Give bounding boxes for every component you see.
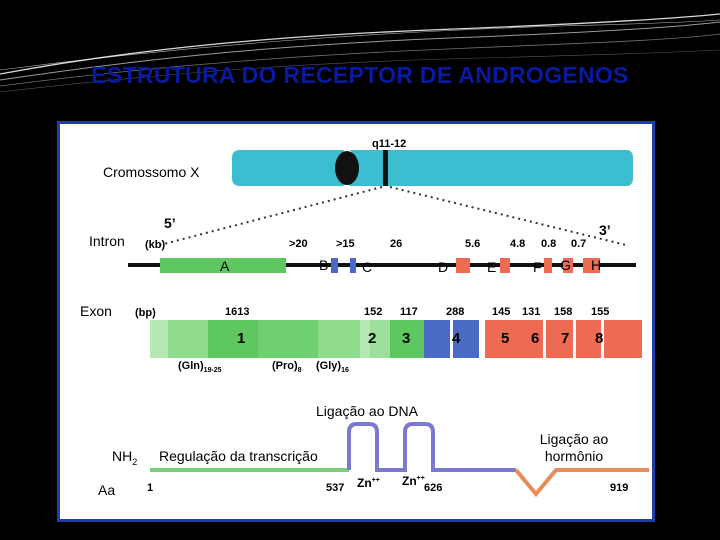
exon-letter-f: F (533, 259, 542, 275)
transcription-regulation-label: Regulação da transcrição (159, 448, 318, 464)
aa-position: 919 (610, 482, 629, 494)
exon-size: 288 (446, 306, 465, 318)
exon-bar (150, 320, 642, 358)
dna-binding-label: Ligação ao DNA (316, 403, 418, 419)
repeat-gly: (Gly)16 (316, 360, 349, 375)
repeat-gln: (Gln)19-25 (178, 360, 222, 375)
exon-number-8: 8 (595, 330, 604, 347)
five-prime-label: 5’ (164, 215, 176, 231)
exon-label: Exon (80, 303, 112, 319)
exon-size: 1613 (225, 306, 250, 318)
chromosome-label: Cromossomo X (103, 164, 200, 180)
gene-box-c (350, 258, 356, 273)
title-bar: ESTRUTURA DO RECEPTOR DE ANDROGENOS (0, 0, 720, 115)
band-label: q11-12 (372, 138, 407, 150)
exon-letter-c: C (362, 259, 373, 275)
kb-unit-label: (kb) (145, 239, 166, 251)
q11-12-band-marker (383, 150, 388, 186)
nh2-label: NH2 (112, 448, 138, 467)
exon-number-6: 6 (531, 330, 540, 347)
intron-size: >20 (289, 238, 308, 250)
intron-size: 0.8 (541, 238, 557, 250)
aa-label: Aa (98, 482, 116, 498)
repeat-pro: (Pro)8 (272, 360, 302, 375)
exon-number-5: 5 (501, 330, 510, 347)
zoom-line-left (159, 186, 383, 246)
exon-size: 152 (364, 306, 383, 318)
slide-title: ESTRUTURA DO RECEPTOR DE ANDROGENOS (91, 62, 629, 88)
exon-size: 117 (400, 306, 418, 318)
exon-letter-b: B (319, 257, 329, 273)
centromere (335, 151, 359, 185)
hormone-binding-label: Ligação ao hormônio (539, 431, 609, 464)
gene-box-f (544, 258, 552, 273)
exon-number-1: 1 (237, 330, 246, 347)
gene-box-b (331, 258, 338, 273)
gene-box-a (160, 258, 286, 273)
gene-box-g (563, 258, 573, 273)
exon-letter-a: A (220, 258, 230, 274)
exon-number-2: 2 (368, 330, 377, 347)
exon-number-4: 4 (452, 330, 461, 347)
receptor-figure: Cromossomo X q11-12 5’ 3’ Intron (kb) >2… (57, 121, 655, 522)
exon-number-7: 7 (561, 330, 570, 347)
exon-letter-g: G (560, 257, 571, 273)
exon-letter-h: H (591, 257, 602, 273)
zinc-finger-1-label: Zn++ (357, 476, 380, 490)
exon-size: 145 (492, 306, 511, 318)
protein-domain-line (150, 422, 649, 498)
intron-size: 0.7 (571, 238, 587, 250)
aa-position: 1 (147, 482, 154, 494)
exon-letter-d: D (438, 259, 449, 275)
intron-size: 5.6 (465, 238, 481, 250)
aa-position: 537 (326, 482, 345, 494)
bp-unit-label: (bp) (135, 307, 156, 319)
intron-size: >15 (336, 238, 355, 250)
exon-letter-e: E (487, 259, 497, 275)
exon-size: 131 (522, 306, 541, 318)
chromosome-x (232, 150, 633, 186)
exon-size: 155 (591, 306, 610, 318)
zoom-line-right (389, 186, 627, 246)
exon-number-3: 3 (402, 330, 411, 347)
decorative-swoosh (0, 0, 720, 115)
gene-exon-boxes (160, 258, 600, 273)
exon-size: 158 (554, 306, 573, 318)
gene-box-h (583, 258, 600, 273)
three-prime-label: 3’ (599, 222, 611, 238)
gene-box-e (500, 258, 510, 273)
aa-position: 626 (424, 482, 443, 494)
intron-size: 26 (390, 238, 403, 250)
figure-graphics (128, 150, 649, 498)
intron-label: Intron (89, 233, 125, 249)
zinc-finger-2-label: Zn++ (402, 474, 425, 488)
intron-size: 4.8 (510, 238, 526, 250)
gene-box-d (456, 258, 470, 273)
